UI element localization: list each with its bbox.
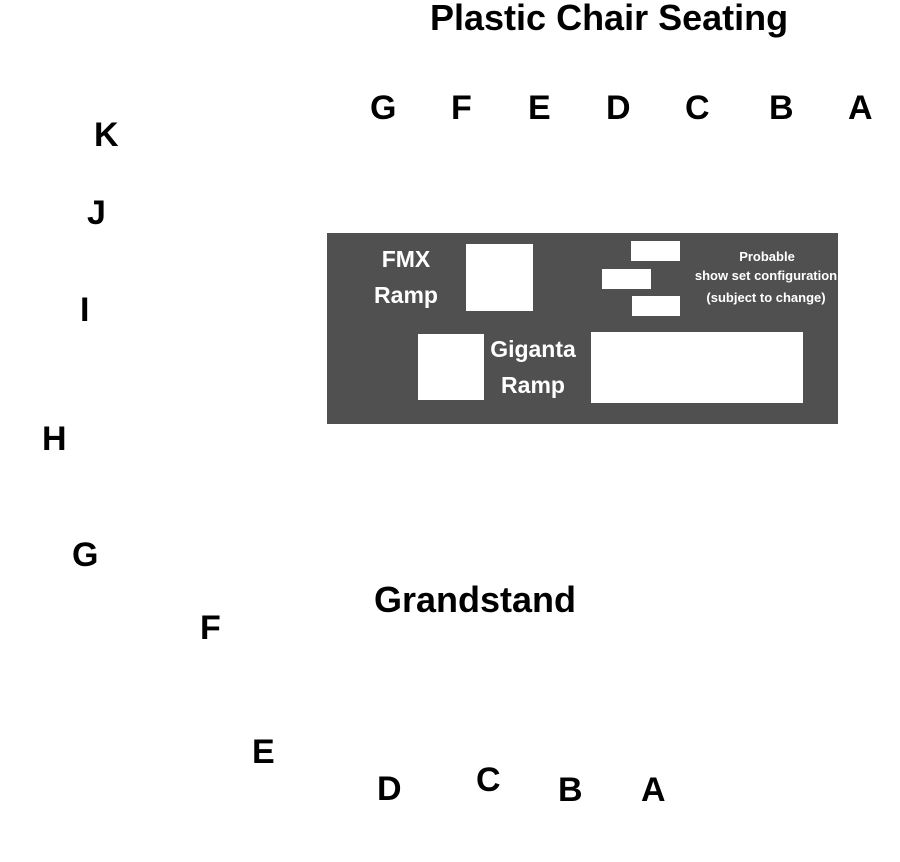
show-set-stage: FMX Ramp Giganta Ramp Probable show set … — [327, 233, 838, 424]
grandstand-section-label: E — [252, 733, 275, 771]
giganta-ramp-block-right — [591, 332, 803, 403]
plastic-chair-seating-title: Plastic Chair Seating — [430, 0, 789, 38]
giganta-ramp-block-left — [418, 334, 484, 400]
grandstand-section-label: F — [200, 609, 221, 647]
grandstand-section-label: J — [87, 194, 106, 232]
grandstand-title: Grandstand — [374, 579, 577, 620]
chair-section-label: E — [528, 89, 551, 127]
chair-section-label: B — [769, 89, 794, 127]
chair-section-label: D — [606, 89, 631, 127]
giganta-ramp-label: Ramp — [501, 372, 565, 398]
grandstand-section-label: G — [72, 536, 99, 574]
grandstand-section-label: A — [641, 771, 666, 809]
grandstand-section-label: K — [94, 116, 119, 154]
chair-section-label: C — [685, 89, 710, 127]
show-set-note: Probable — [739, 249, 795, 264]
show-set-note: show set configuration — [694, 268, 838, 283]
show-set-note: (subject to change) — [706, 290, 826, 305]
fmx-ramp-label: Ramp — [374, 282, 438, 308]
giganta-ramp-label: Giganta — [490, 336, 576, 362]
set-piece-block — [631, 241, 680, 261]
grandstand-section-label: C — [476, 761, 501, 799]
grandstand-section-label: B — [558, 771, 583, 809]
set-piece-block — [632, 296, 680, 316]
set-piece-block — [602, 269, 651, 289]
chair-section-label: G — [370, 89, 397, 127]
grandstand-section-label: H — [42, 420, 67, 458]
fmx-ramp-label: FMX — [381, 246, 431, 272]
grandstand-section-label: I — [80, 291, 90, 329]
chair-section-label: A — [848, 89, 873, 127]
grandstand-section-label: D — [377, 770, 402, 808]
chair-section-label: F — [451, 89, 472, 127]
fmx-ramp-block — [466, 244, 533, 311]
